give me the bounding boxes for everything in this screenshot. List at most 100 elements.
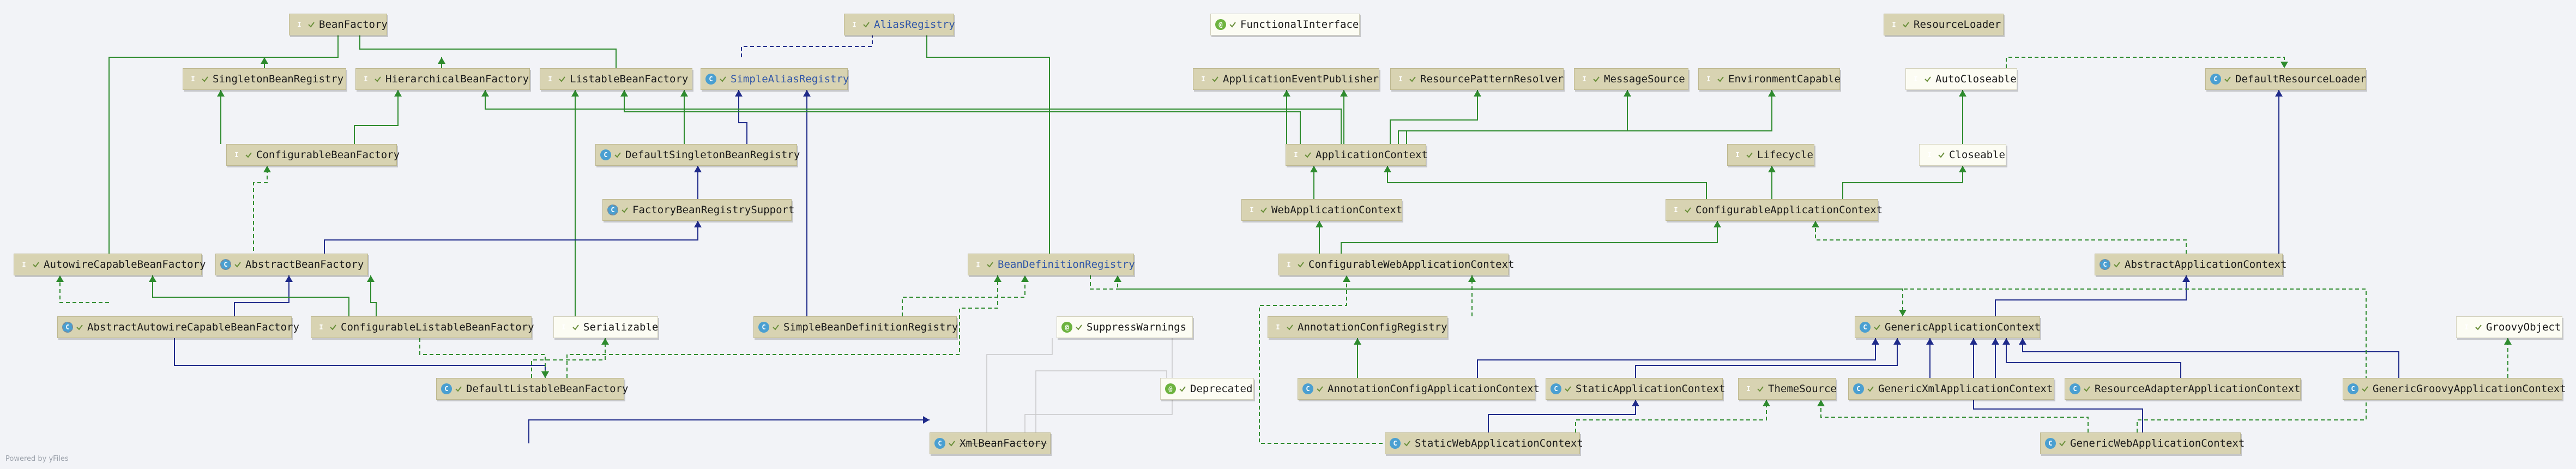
node-singleton-bean-registry[interactable]: I SingletonBeanRegistry [183, 68, 346, 90]
node-label: ThemeSource [1768, 383, 1837, 395]
node-generic-application-context[interactable]: C GenericApplicationContext [1855, 316, 2041, 338]
node-default-singleton-bean-registry[interactable]: C DefaultSingletonBeanRegistry [595, 144, 800, 166]
inheritance-edge [359, 25, 617, 79]
node-static-application-context[interactable]: C StaticApplicationContext [1546, 378, 1726, 400]
arrowhead-icon [541, 371, 549, 378]
arrowhead-icon [1992, 338, 1999, 345]
public-visibility-icon [773, 324, 779, 330]
node-closeable[interactable]: I Closeable [1919, 144, 2006, 166]
class-icon: C [1860, 322, 1871, 333]
node-label: ApplicationEventPublisher [1223, 73, 1379, 85]
public-visibility-icon [1212, 76, 1218, 82]
public-visibility-icon [2059, 440, 2066, 447]
node-simple-alias-registry[interactable]: C SimpleAliasRegistry [701, 68, 849, 90]
arrowhead-icon [1714, 221, 1721, 227]
public-visibility-icon [1317, 386, 1323, 392]
node-generic-xml-application-context[interactable]: C GenericXmlApplicationContext [1848, 378, 2054, 400]
interface-icon: I [1914, 75, 1918, 83]
node-configurable-web-application-context[interactable]: I ConfigurableWebApplicationContext [1278, 254, 1515, 275]
arrowhead-icon [994, 275, 1002, 282]
interface-icon: I [1276, 323, 1280, 331]
node-functional-interface[interactable]: @ FunctionalInterface [1210, 14, 1360, 35]
node-abstract-bean-factory[interactable]: C AbstractBeanFactory [215, 254, 368, 275]
arrowhead-icon [1114, 275, 1121, 282]
node-label: Serializable [583, 321, 659, 333]
inheritance-edge [566, 275, 998, 378]
class-icon: C [1853, 383, 1864, 394]
node-resource-adapter-application-context[interactable]: C ResourceAdapterApplicationContext [2065, 378, 2301, 400]
abstract-class-icon: C [607, 205, 618, 215]
arrowhead-icon [1872, 338, 1879, 345]
node-generic-groovy-application-context[interactable]: C GenericGroovyApplicationContext [2343, 378, 2566, 400]
node-abstract-autowire-capable-bean-factory[interactable]: C AbstractAutowireCapableBeanFactory [57, 316, 299, 338]
interface-icon: I [1201, 75, 1205, 83]
node-web-application-context[interactable]: I WebApplicationContext [1241, 199, 1402, 221]
node-theme-source[interactable]: I ThemeSource [1738, 378, 1837, 400]
arrowhead-icon [1768, 166, 1776, 172]
node-configurable-application-context[interactable]: I ConfigurableApplicationContext [1666, 199, 1883, 221]
node-lifecycle[interactable]: I Lifecycle [1727, 144, 1814, 166]
node-serializable[interactable]: I Serializable [553, 316, 658, 338]
node-bean-factory[interactable]: I BeanFactory [289, 14, 388, 35]
node-label: WebApplicationContext [1271, 204, 1403, 216]
public-visibility-icon [2084, 386, 2090, 392]
node-abstract-application-context[interactable]: C AbstractApplicationContext [2095, 254, 2287, 275]
node-label: EnvironmentCapable [1728, 73, 1841, 85]
node-default-listable-bean-factory[interactable]: C DefaultListableBeanFactory [436, 378, 628, 400]
class-icon: C [705, 74, 716, 85]
node-message-source[interactable]: I MessageSource [1574, 68, 1688, 90]
node-default-resource-loader[interactable]: C DefaultResourceLoader [2205, 68, 2366, 90]
node-static-web-application-context[interactable]: C StaticWebApplicationContext [1385, 432, 1583, 454]
arrowhead-icon [1926, 338, 1934, 345]
node-label: Closeable [1949, 149, 2005, 161]
node-label: ConfigurableListableBeanFactory [341, 321, 534, 333]
node-label: DefaultResourceLoader [2235, 73, 2367, 85]
arrowhead-icon [394, 90, 402, 97]
arrowhead-icon [1959, 90, 1966, 97]
node-resource-loader[interactable]: I ResourceLoader [1884, 14, 2004, 35]
node-configurable-listable-bean-factory[interactable]: I ConfigurableListableBeanFactory [311, 316, 534, 338]
node-annotation-config-registry[interactable]: I AnnotationConfigRegistry [1268, 316, 1447, 338]
node-xml-bean-factory[interactable]: C XmlBeanFactory [930, 432, 1051, 454]
public-visibility-icon [2224, 76, 2231, 82]
node-resource-pattern-resolver[interactable]: I ResourcePatternResolver [1390, 68, 1564, 90]
arrowhead-icon [217, 90, 225, 97]
node-label: StaticApplicationContext [1576, 383, 1726, 395]
public-visibility-icon [1229, 21, 1236, 28]
node-listable-bean-factory[interactable]: I ListableBeanFactory [540, 68, 692, 90]
node-label: GenericGroovyApplicationContext [2373, 383, 2566, 395]
node-deprecated[interactable]: @ Deprecated [1160, 378, 1254, 400]
inheritance-edge [108, 25, 339, 264]
node-bean-definition-registry[interactable]: I BeanDefinitionRegistry [968, 254, 1135, 275]
node-hierarchical-bean-factory[interactable]: I HierarchicalBeanFactory [355, 68, 530, 90]
public-visibility-icon [202, 76, 208, 82]
abstract-class-icon: C [220, 259, 231, 270]
node-auto-closeable[interactable]: I AutoCloseable [1905, 68, 2017, 90]
public-visibility-icon [572, 324, 579, 330]
node-groovy-object[interactable]: I GroovyObject [2456, 316, 2562, 338]
node-label: ApplicationContext [1316, 149, 1428, 161]
node-configurable-bean-factory[interactable]: I ConfigurableBeanFactory [226, 144, 400, 166]
inheritance-edge [1398, 90, 1628, 144]
public-visibility-icon [1938, 152, 1945, 158]
node-generic-web-application-context[interactable]: C GenericWebApplicationContext [2040, 432, 2245, 454]
node-environment-capable[interactable]: I EnvironmentCapable [1698, 68, 1841, 90]
node-annotation-config-application-context[interactable]: C AnnotationConfigApplicationContext [1298, 378, 1540, 400]
node-autowire-capable-bean-factory[interactable]: I AutowireCapableBeanFactory [14, 254, 206, 275]
node-alias-registry[interactable]: I AliasRegistry [844, 14, 955, 35]
node-application-context[interactable]: I ApplicationContext [1286, 144, 1428, 166]
arrowhead-icon [1959, 166, 1966, 172]
node-label: GenericApplicationContext [1885, 321, 2041, 333]
arrowhead-icon [1340, 90, 1348, 97]
node-application-event-publisher[interactable]: I ApplicationEventPublisher [1193, 68, 1379, 90]
interface-icon: I [1706, 75, 1711, 83]
node-suppress-warnings[interactable]: @ SuppressWarnings [1057, 316, 1193, 338]
node-label: FunctionalInterface [1240, 19, 1359, 31]
node-simple-bean-definition-registry[interactable]: C SimpleBeanDefinitionRegistry [753, 316, 958, 338]
node-label: ConfigurableWebApplicationContext [1308, 258, 1515, 270]
node-factory-bean-registry-support[interactable]: C FactoryBeanRegistrySupport [602, 199, 794, 221]
inheritance-edge [419, 338, 546, 378]
inheritance-edge [1973, 338, 2143, 432]
inheritance-edge [902, 275, 1025, 316]
